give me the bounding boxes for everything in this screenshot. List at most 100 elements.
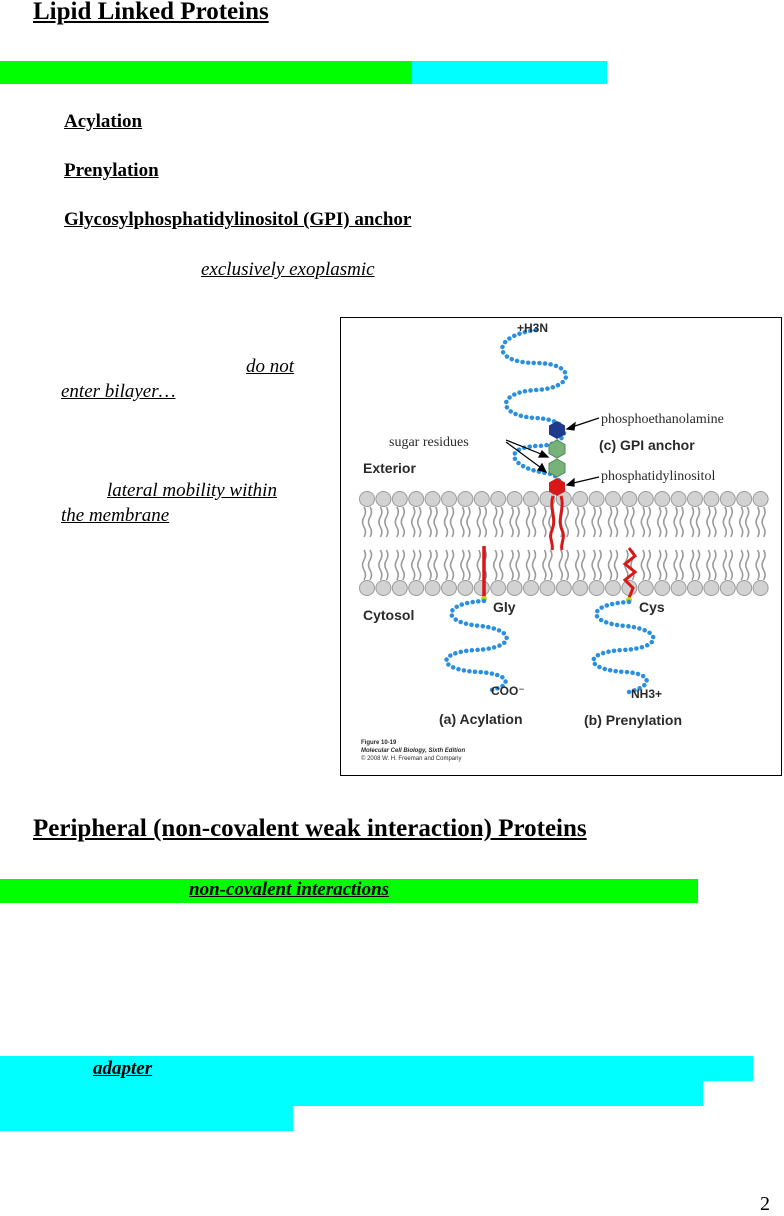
lipid-head-bottom <box>588 580 605 596</box>
lipid-head-top <box>441 491 457 507</box>
lipid-tail-upper <box>492 506 498 538</box>
lipid-tail-lower <box>744 549 750 581</box>
lipid-tail-upper <box>416 506 422 538</box>
lipid-tail-lower <box>416 549 422 581</box>
gpi-anchor-label: (c) GPI anchor <box>599 437 695 453</box>
lipid-tail-lower <box>449 549 455 581</box>
lipid-head-top <box>375 491 392 507</box>
lipid-tail-lower <box>460 549 465 581</box>
lipid-tail-upper <box>449 506 455 538</box>
lipid-head-top <box>703 491 720 507</box>
lipid-tail-lower <box>384 549 389 581</box>
cyan-highlight-bar-4 <box>0 1106 293 1131</box>
lipid-tail-lower <box>755 549 760 581</box>
lipid-tail-upper <box>384 506 389 538</box>
lipid-tail-upper <box>466 506 471 538</box>
cyan-highlight-bar <box>412 61 607 84</box>
lipid-tail-upper <box>662 506 668 538</box>
lipid-tail-lower <box>597 549 602 581</box>
lipid-tail-upper <box>394 506 400 538</box>
phosphatidylinositol-label: phosphatidylinositol <box>601 469 715 484</box>
lipid-tail-lower <box>706 549 711 581</box>
non-covalent-interactions-text: non-covalent interactions <box>189 879 390 900</box>
lipid-tail-upper <box>607 506 613 538</box>
lipid-tail-upper <box>361 506 367 538</box>
lipid-tail-upper <box>564 506 570 538</box>
lipid-tail-lower <box>466 549 471 581</box>
lipid-head-top <box>457 491 474 507</box>
note-do-not: do not <box>246 356 295 377</box>
lipid-head-top <box>736 491 753 507</box>
phosphoethanolamine-label: phosphoethanolamine <box>601 412 724 427</box>
lipid-tail-lower <box>761 549 766 581</box>
lipid-head-bottom <box>670 580 687 596</box>
lipid-tail-upper <box>476 506 482 538</box>
lipid-tail-upper <box>542 506 547 538</box>
green-highlight-bar <box>0 61 412 84</box>
lipid-tail-lower <box>695 549 701 581</box>
adapter-text: adapter <box>93 1058 153 1079</box>
lipid-tail-upper <box>367 506 373 538</box>
lipid-head-top <box>687 491 703 507</box>
lipid-tail-upper <box>679 506 684 538</box>
lipid-head-bottom <box>555 580 572 596</box>
sugar-hexagon-2 <box>548 458 566 478</box>
cytosol-label: Cytosol <box>363 607 414 623</box>
lipid-tail-upper <box>525 506 531 538</box>
lipid-tail-upper <box>744 506 750 538</box>
lipid-tail-lower <box>679 549 684 581</box>
lipid-tail-lower <box>640 549 646 581</box>
lipid-tail-upper <box>630 506 635 538</box>
lipid-head-top <box>719 491 736 507</box>
lipid-tail-lower <box>443 549 449 581</box>
lipid-tail-lower <box>433 549 438 581</box>
note-enter-bilayer: enter bilayer… <box>61 381 176 402</box>
lipid-head-top <box>424 491 441 507</box>
lipid-head-bottom <box>408 580 425 596</box>
lipid-tail-lower <box>410 549 416 581</box>
lipid-tail-upper <box>580 506 586 538</box>
lipid-head-bottom <box>719 580 736 596</box>
phosphatidylinositol-hexagon <box>549 478 565 496</box>
lipid-head-top <box>654 491 671 507</box>
lipid-head-bottom <box>523 580 539 596</box>
lipid-tail-lower <box>662 549 668 581</box>
lipid-head-bottom <box>637 580 654 596</box>
lipid-tail-lower <box>394 549 400 581</box>
lipid-tail-upper <box>410 506 416 538</box>
note-the-membrane: the membrane <box>61 505 170 526</box>
lipid-tail-lower <box>722 549 728 581</box>
lipid-tail-upper <box>443 506 449 538</box>
lipid-tail-lower <box>531 549 537 581</box>
lipid-tail-upper <box>695 506 701 538</box>
lipid-tail-lower <box>498 549 504 581</box>
lipid-tail-lower <box>492 549 498 581</box>
lipid-tail-upper <box>400 506 406 538</box>
figure-book: Molecular Cell Biology, Sixth Edition <box>361 748 465 754</box>
lipid-head-bottom <box>424 580 441 596</box>
lipid-head-bottom <box>687 580 703 596</box>
lipid-tail-lower <box>564 549 570 581</box>
lipid-tail-upper <box>515 506 520 538</box>
lipid-tail-upper <box>574 506 580 538</box>
lipid-head-top <box>572 491 589 507</box>
lipid-head-bottom <box>473 580 490 596</box>
lipid-head-top <box>490 491 507 507</box>
lipid-tail-lower <box>656 549 662 581</box>
lipid-tail-upper <box>378 506 383 538</box>
lipid-tail-lower <box>689 549 695 581</box>
lipid-tail-lower <box>580 549 586 581</box>
section-title-peripheral: Peripheral (non-covalent weak interactio… <box>33 815 587 842</box>
lipid-tail-lower <box>361 549 367 581</box>
lipid-head-bottom <box>736 580 753 596</box>
lipid-tail-lower <box>646 549 652 581</box>
exterior-label: Exterior <box>363 460 416 476</box>
section-title-lipid-linked: Lipid Linked Proteins <box>33 0 269 25</box>
cyan-highlight-bar-3 <box>0 1081 703 1106</box>
lipid-tail-lower <box>509 549 514 581</box>
lipid-tail-upper <box>722 506 728 538</box>
lipid-tail-lower <box>548 549 553 581</box>
item-prenylation: Prenylation <box>64 160 159 181</box>
lipid-tail-lower <box>574 549 580 581</box>
lipid-tail-upper <box>712 506 717 538</box>
